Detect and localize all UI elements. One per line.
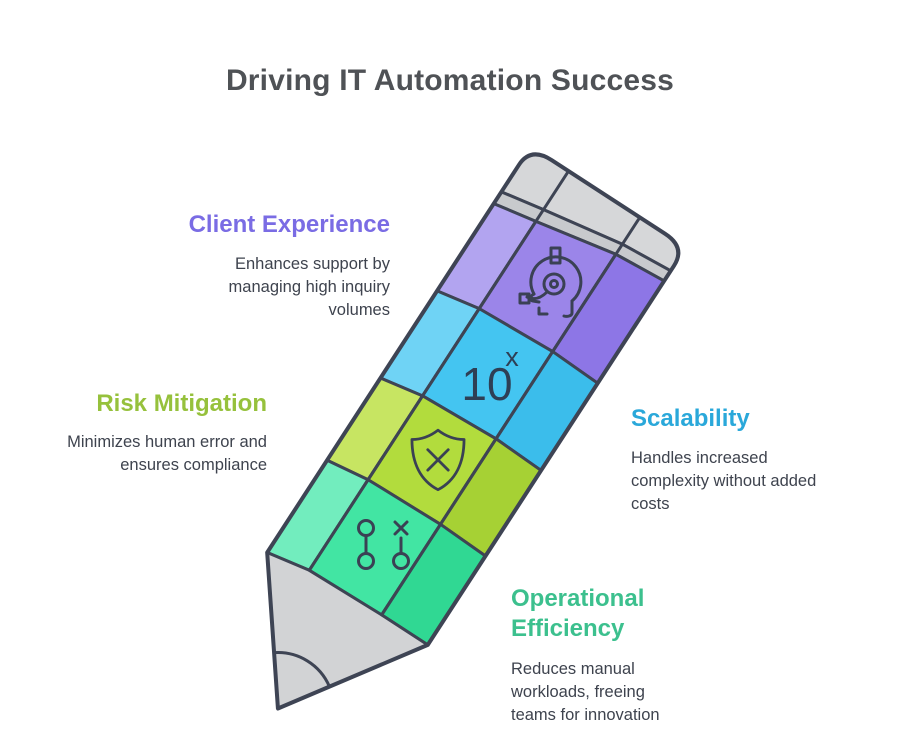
facet-edge-right — [380, 215, 642, 617]
section-client-experience: Client Experience Enhances support by ma… — [189, 210, 390, 322]
section-scalability-title: Scalability — [631, 405, 750, 432]
section-risk-mitigation-description: Minimizes human error and ensures compli… — [67, 433, 267, 474]
section-scalability: Scalability Handles increased complexity… — [631, 404, 831, 516]
page-title: Driving IT Automation Success — [225, 64, 675, 97]
facet-edge-left — [307, 169, 571, 572]
exponent-growth-icon: 10 x — [461, 342, 519, 410]
section-operational-efficiency: Operational Efficiency Reduces manual wo… — [511, 584, 693, 727]
headset-support-icon — [518, 246, 583, 318]
section-client-experience-description: Enhances support by managing high inquir… — [228, 255, 390, 319]
pencil-tip-arc — [272, 651, 331, 689]
svg-text:x: x — [505, 342, 519, 372]
section-risk-mitigation: Risk Mitigation Minimizes human error an… — [37, 389, 267, 477]
pencil-icons: 10 x — [357, 246, 583, 570]
section-operational-efficiency-description: Reduces manual workloads, freeing teams … — [511, 660, 660, 724]
section-risk-mitigation-title: Risk Mitigation — [96, 390, 267, 417]
section-operational-efficiency-title: Operational Efficiency — [511, 585, 645, 642]
strategy-ox-icon — [357, 519, 410, 570]
svg-text:10: 10 — [461, 358, 512, 410]
section-scalability-description: Handles increased complexity without add… — [631, 449, 817, 513]
shield-x-icon — [410, 428, 466, 492]
section-client-experience-title: Client Experience — [188, 211, 390, 238]
pencil-outline — [265, 152, 681, 711]
pencil-body — [265, 152, 681, 711]
